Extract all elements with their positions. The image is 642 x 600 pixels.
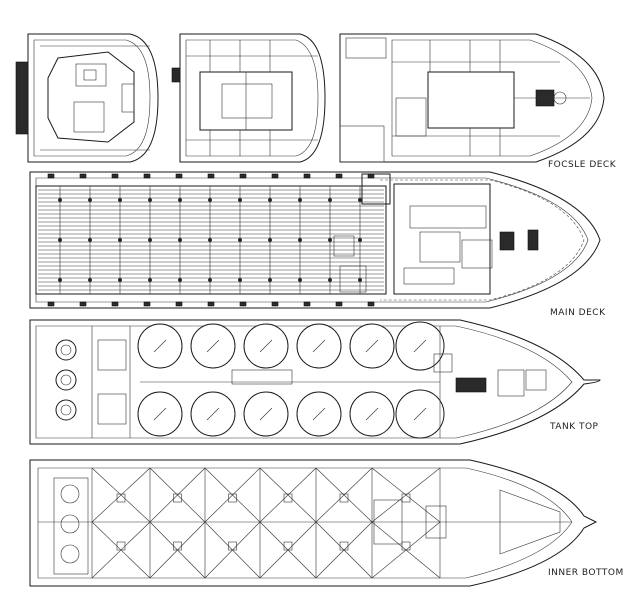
- upper-deck-plan-mid: [171, 33, 326, 163]
- deck-machinery: [333, 183, 539, 295]
- main-deck-plan: [29, 171, 601, 309]
- label-focsle-deck: FOCSLE DECK: [548, 160, 617, 170]
- engine-room-aft: [55, 326, 131, 438]
- inner-bottom-framing: [38, 467, 572, 579]
- deck-planking: [38, 189, 384, 291]
- focsle-deck-plan: [339, 33, 605, 163]
- deck-frames: [47, 173, 375, 307]
- tank-top-machinery: [140, 326, 547, 438]
- cargo-tanks: [137, 321, 445, 439]
- upper-deck-plan-aft: [15, 33, 159, 163]
- label-main-deck: MAIN DECK: [550, 308, 606, 318]
- inner-bottom-plan: [29, 459, 598, 587]
- cargo-deck-area: [35, 173, 391, 295]
- label-tank-top: TANK TOP: [550, 422, 599, 432]
- label-inner-bottom: INNER BOTTOM: [548, 568, 624, 578]
- tank-top-plan: [29, 319, 601, 445]
